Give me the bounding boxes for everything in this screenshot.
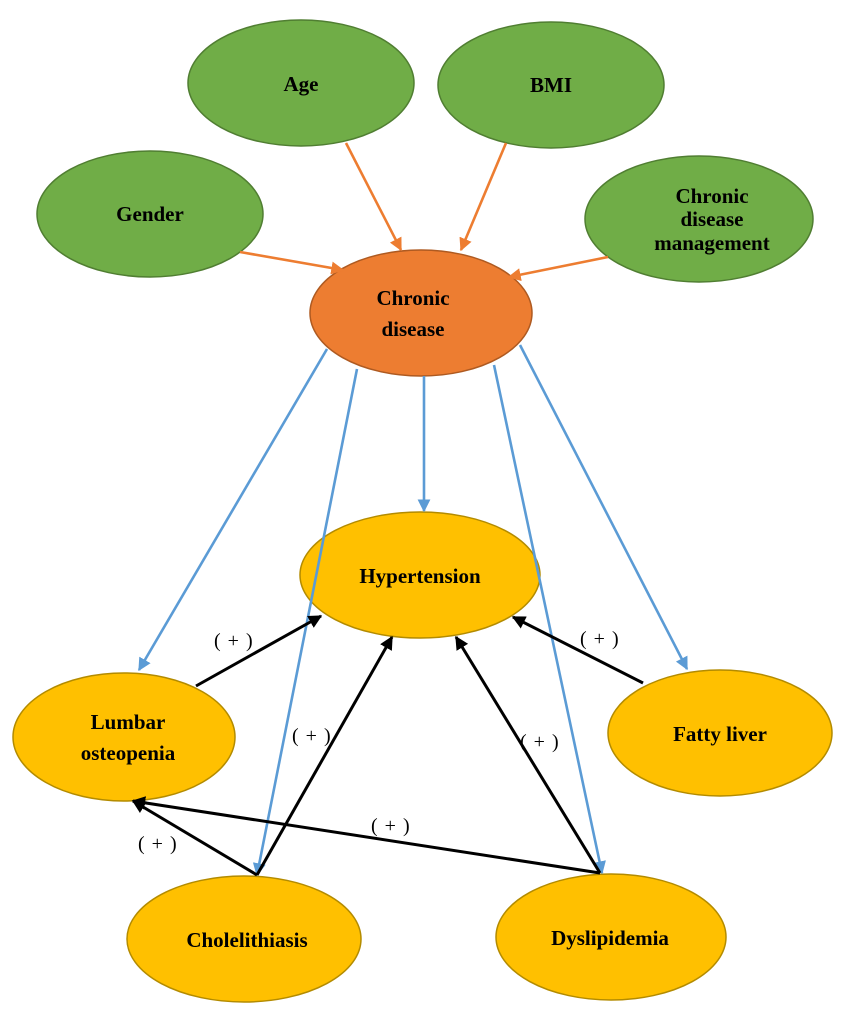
node-fatty-liver: Fatty liver — [607, 669, 833, 797]
arrow-cholelithiasis-to-lumbar-osteopenia — [131, 799, 258, 877]
arrow-gender-to-chronic-disease — [239, 250, 345, 275]
gender-node-shape — [36, 150, 264, 278]
dyslipidemia-node-label: Dyslipidemia — [551, 926, 669, 950]
gender-node-label: Gender — [116, 202, 184, 226]
age-node-shape — [187, 19, 415, 147]
arrow-bmi-to-chronic-disease — [459, 142, 508, 252]
arrow-management-to-chronic-disease — [507, 255, 609, 282]
arrow-fatty-liver-to-hypertension — [511, 615, 644, 685]
bmi-node-shape — [437, 21, 665, 149]
management-node-shape — [584, 155, 814, 283]
hypertension-node-label: Hypertension — [359, 564, 481, 588]
arrow-lumbar-osteopenia-to-hypertension — [195, 614, 323, 688]
bmi-node-label: BMI — [530, 73, 572, 97]
arrow-dyslipidemia-to-lumbar-osteopenia — [131, 796, 601, 875]
relation-label-cholelithiasis-hypertension: ( + ) — [292, 725, 332, 747]
node-chronic-disease-management: Chronic disease management — [584, 155, 814, 283]
relation-label-fatty-liver-hypertension: ( + ) — [580, 628, 620, 650]
management-node-label-line-1: Chronic — [675, 184, 748, 208]
lumbar-node-label-line-2: osteopenia — [81, 741, 176, 765]
age-node-label: Age — [284, 72, 319, 96]
dyslipidemia-node-shape — [495, 873, 727, 1001]
arrow-age-to-chronic-disease — [344, 142, 403, 252]
cholelithiasis-node-shape — [126, 875, 362, 1003]
relation-label-dyslipidemia-hypertension: ( + ) — [520, 731, 560, 753]
arrow-cholelithiasis-to-hypertension — [255, 635, 394, 876]
arrow-chronic-disease-to-cholelithiasis — [252, 368, 359, 877]
arrow-chronic-disease-to-dyslipidemia — [492, 364, 606, 875]
chronic-disease-node-label-line-1: Chronic — [376, 286, 449, 310]
node-age: Age — [187, 19, 415, 147]
relation-label-dyslipidemia-lumbar: ( + ) — [371, 815, 411, 837]
chronic-disease-node-label-line-2: disease — [382, 317, 445, 341]
relation-label-cholelithiasis-lumbar: ( + ) — [138, 833, 178, 855]
arrow-chronic-disease-to-fatty-liver — [518, 344, 689, 671]
arrow-dyslipidemia-to-hypertension — [454, 635, 602, 874]
node-cholelithiasis: Cholelithiasis — [126, 875, 362, 1003]
lumbar-node-shape — [12, 672, 236, 802]
node-lumbar-osteopenia: Lumbar osteopenia — [12, 672, 236, 802]
node-bmi: BMI — [437, 21, 665, 149]
node-chronic-disease: Chronic disease — [309, 249, 533, 377]
node-hypertension: Hypertension — [299, 511, 541, 639]
lumbar-node-label-line-1: Lumbar — [91, 710, 166, 734]
fatty-liver-node-label: Fatty liver — [673, 722, 767, 746]
fatty-liver-node-shape — [607, 669, 833, 797]
node-gender: Gender — [36, 150, 264, 278]
cholelithiasis-node-label: Cholelithiasis — [186, 928, 307, 952]
management-node-label-line-2: disease — [681, 207, 744, 231]
arrow-chronic-disease-to-lumbar-osteopenia — [137, 348, 329, 672]
node-dyslipidemia: Dyslipidemia — [495, 873, 727, 1001]
relation-label-lumbar-hypertension: ( + ) — [214, 630, 254, 652]
chronic-disease-node-shape — [309, 249, 533, 377]
management-node-label-line-3: management — [654, 231, 769, 255]
